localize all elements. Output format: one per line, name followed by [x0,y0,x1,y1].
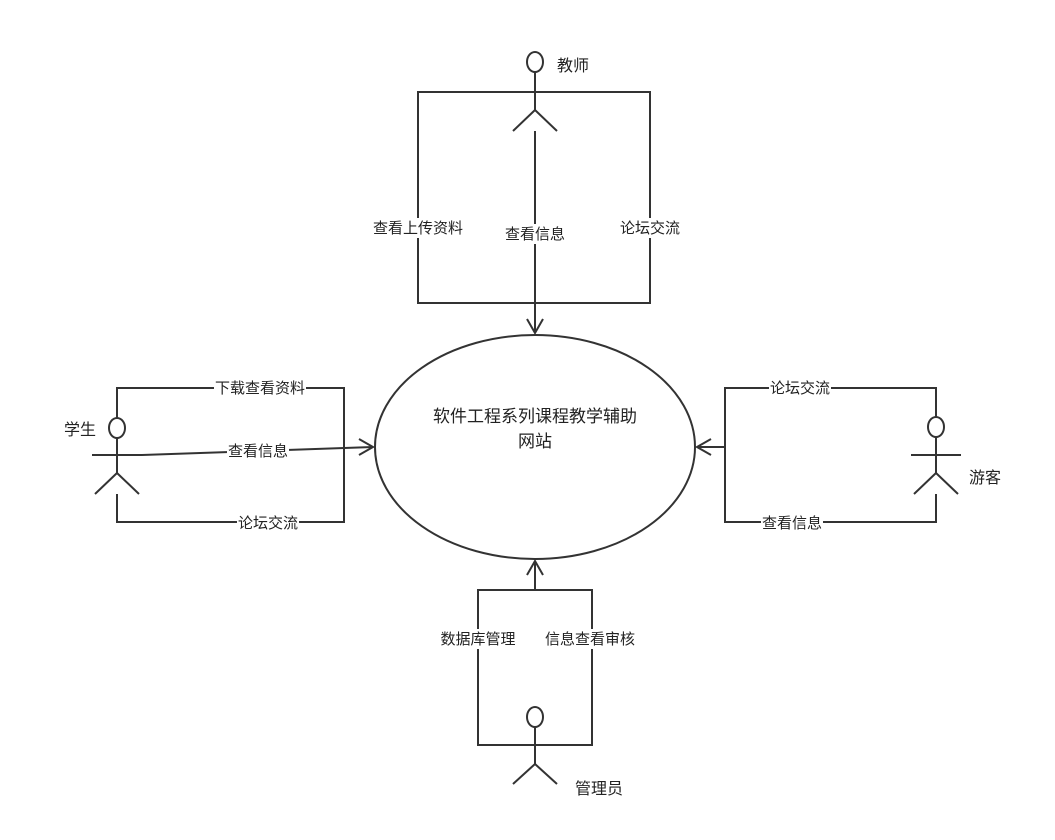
student-flow-download-label: 下载查看资料 [213,378,307,398]
teacher-flow-forum-label: 论坛交流 [618,218,682,238]
teacher-forum-connector [535,91,651,304]
student-arrowhead [358,438,376,456]
teacher-arrowhead [526,318,544,336]
visitor-actor-icon [911,416,961,495]
student-flow-info-label: 查看信息 [226,441,290,461]
student-forum-connector [116,447,345,523]
student-label: 学生 [64,420,97,439]
teacher-label: 教师 [557,56,590,75]
admin-flow-db-label: 数据库管理 [439,629,517,649]
student-flow-forum-label: 论坛交流 [236,513,300,533]
system-title: 软件工程系列课程教学辅助网站 [433,407,637,452]
visitor-flow-info-label: 查看信息 [760,513,824,533]
visitor-arrowhead [694,438,712,456]
student-actor-icon [92,417,142,495]
system-node: 软件工程系列课程教学辅助网站 [375,335,695,560]
teacher-actor-icon [510,51,560,132]
teacher-flow-info-label: 查看信息 [503,224,567,244]
visitor-info-connector [724,447,937,523]
admin-arrowhead [526,558,544,576]
admin-db-connector [477,589,535,746]
teacher-upload-connector [417,91,535,304]
admin-flow-review-label: 信息查看审核 [543,629,637,649]
admin-actor-icon [510,706,560,785]
admin-label: 管理员 [575,779,624,798]
visitor-flow-forum-label: 论坛交流 [768,378,832,398]
admin-review-connector [535,589,593,746]
visitor-label: 游客 [969,468,1002,487]
teacher-flow-upload-label: 查看上传资料 [371,218,465,238]
